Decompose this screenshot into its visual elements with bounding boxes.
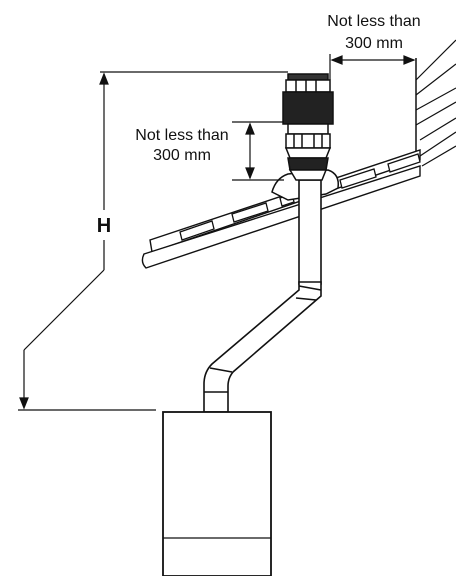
wall-hatching — [415, 39, 456, 167]
offset-flue-section — [203, 281, 322, 413]
dim-terminal-to-wall — [329, 54, 416, 80]
dim-height-h — [18, 71, 288, 411]
dim-terminal-above-roof — [232, 121, 284, 181]
label-top-right-line1: Not less than — [327, 13, 420, 30]
roof-tiles — [179, 153, 421, 241]
label-height-h: H — [97, 215, 111, 237]
label-mid-left-line1: Not less than — [135, 127, 228, 144]
label-top-right-line2: 300 mm — [345, 35, 403, 52]
roof — [141, 149, 421, 269]
flue-terminal — [282, 73, 334, 181]
label-mid-left-line2: 300 mm — [153, 147, 211, 164]
vertical-flue-pipe — [298, 179, 322, 285]
boiler-unit — [162, 411, 272, 576]
